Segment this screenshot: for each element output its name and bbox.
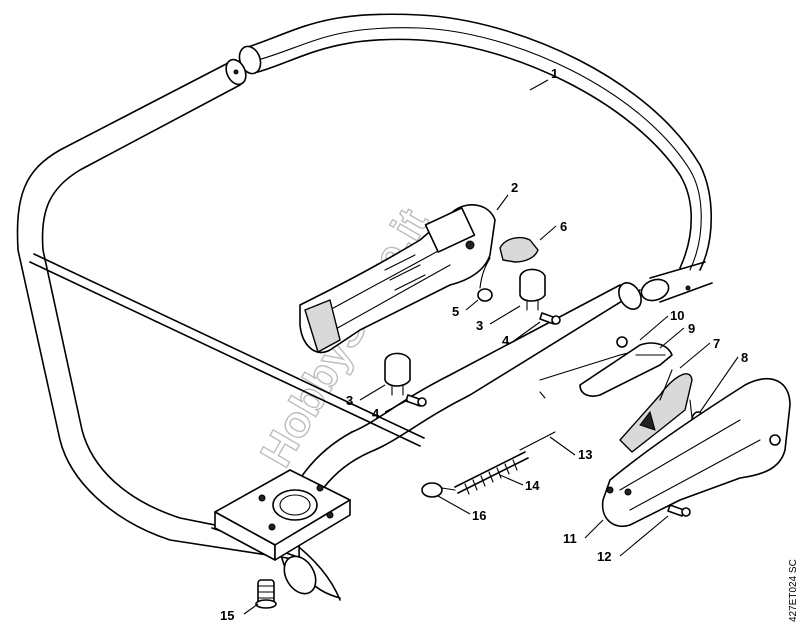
callout-12: 12 [597,549,611,564]
part-13-throttle-cable [519,431,556,451]
part-3-clamp-lower [384,352,411,396]
callout-15: 15 [220,608,234,623]
callout-9: 9 [688,321,695,336]
callout-1: 1 [551,66,558,81]
callout-leaders [243,79,739,615]
callout-8: 8 [741,350,748,365]
callout-14: 14 [525,478,540,493]
callout-5: 5 [452,304,459,319]
reference-code: 427ET024 SC [788,559,799,622]
callout-16: 16 [472,508,486,523]
part-2-handle-housing [299,204,496,354]
callout-3a: 3 [476,318,483,333]
part-3-clamp-upper [519,268,546,311]
part-16-clip [421,482,456,498]
callout-4a: 4 [502,333,510,348]
callout-7: 7 [713,336,720,351]
part-11-rear-handle [601,378,791,527]
callout-10: 10 [670,308,684,323]
callout-labels: 1 2 6 5 3 4 3 4 10 9 7 8 13 14 16 11 12 … [220,66,748,623]
callout-4b: 4 [372,406,380,421]
mounting-plate [214,469,351,561]
part-5-ring [477,257,493,302]
callout-3b: 3 [346,393,353,408]
part-1-handle-tube [238,13,713,303]
part-15-bolt [255,579,277,609]
callout-6: 6 [560,219,567,234]
part-14-spring [454,451,529,495]
part-4-screw-upper [539,312,561,325]
callout-11: 11 [563,531,577,546]
part-4-screw-lower [405,394,427,407]
part-12-screw [667,504,691,517]
part-7-lever-lock [619,369,693,453]
callout-13: 13 [578,447,592,462]
part-6-lever [499,236,539,263]
part-9-throttle-trigger [579,342,673,397]
callout-2: 2 [511,180,518,195]
